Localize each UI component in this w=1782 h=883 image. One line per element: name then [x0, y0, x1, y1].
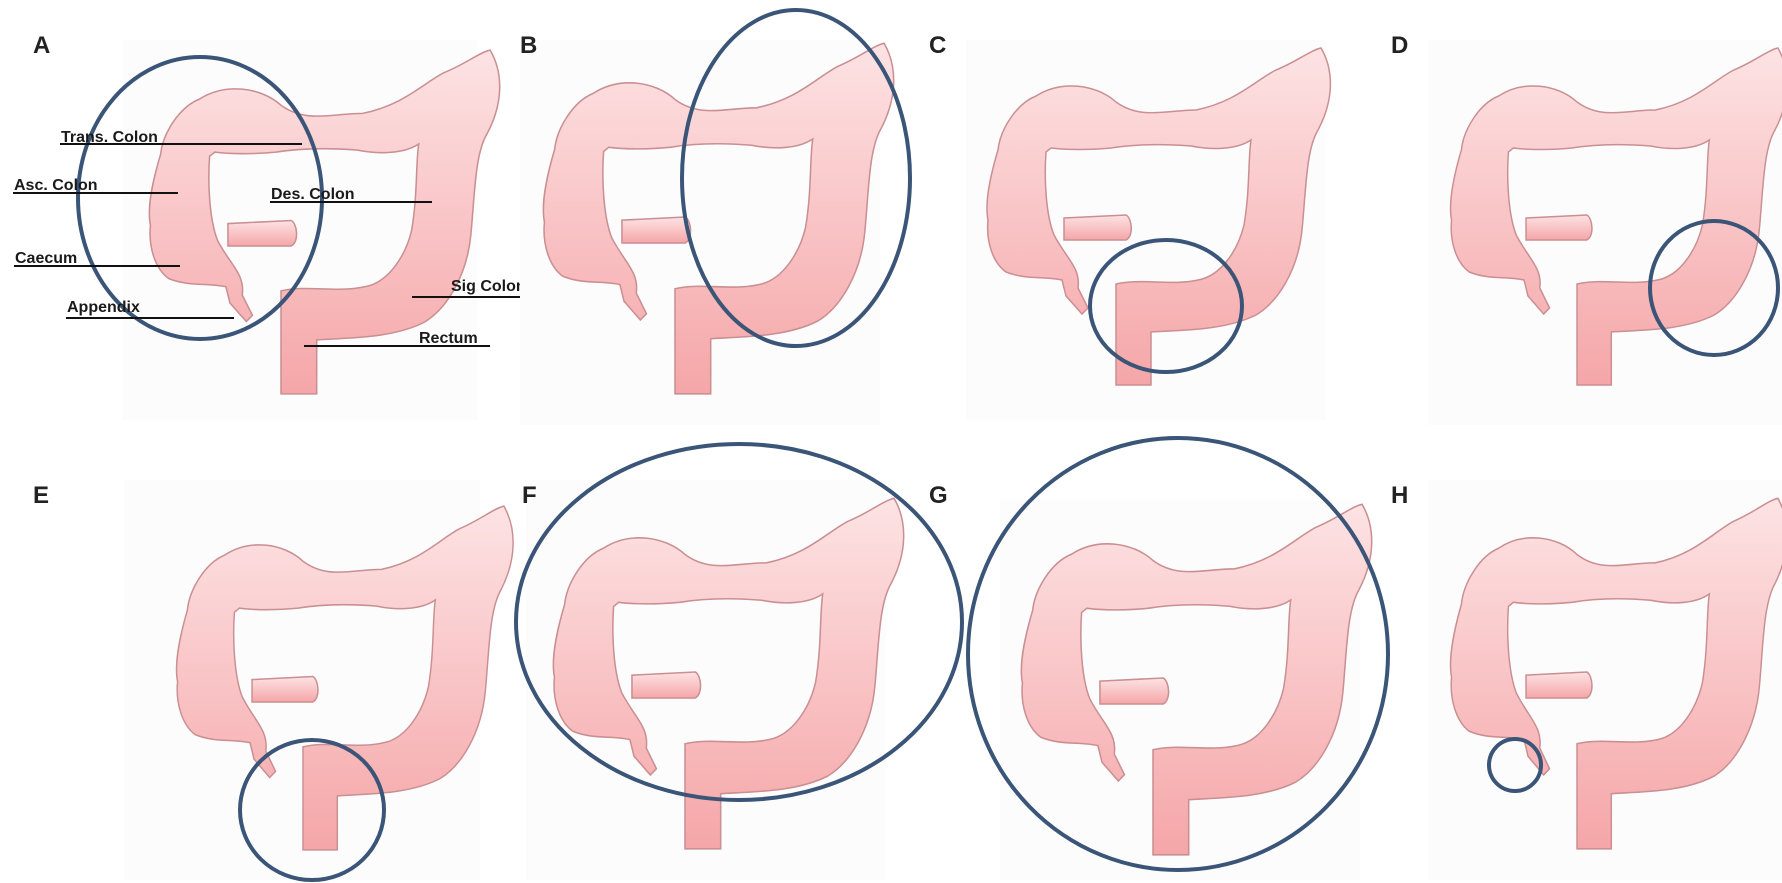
panel-g-letter: G [929, 482, 948, 509]
appendix-label: Appendix [67, 299, 140, 316]
panel-f-letter: F [522, 482, 537, 509]
trans-colon-label: Trans. Colon [61, 129, 158, 146]
caecum-label: Caecum [15, 250, 77, 267]
asc-colon-label: Asc. Colon [14, 177, 98, 194]
panel-d-letter: D [1391, 32, 1408, 59]
panel-b-letter: B [520, 32, 537, 59]
panel-c-letter: C [929, 32, 946, 59]
panel-e: E [33, 480, 513, 880]
sig-colon-label: Sig Colon [451, 278, 526, 295]
panel-b: B [520, 10, 910, 425]
panel-c: C [929, 32, 1330, 420]
rectum-label: Rectum [419, 330, 478, 347]
panel-d: D [1391, 32, 1782, 425]
panel-a: A Trans. Colon Asc. Colon Des. Colon Cae… [13, 32, 530, 420]
panel-h: H [1391, 480, 1782, 880]
des-colon-label: Des. Colon [271, 186, 355, 203]
panel-a-letter: A [33, 32, 50, 59]
panel-h-letter: H [1391, 482, 1408, 509]
panel-e-letter: E [33, 482, 49, 509]
panel-f: F [516, 444, 962, 880]
panel-g: G [929, 438, 1388, 880]
